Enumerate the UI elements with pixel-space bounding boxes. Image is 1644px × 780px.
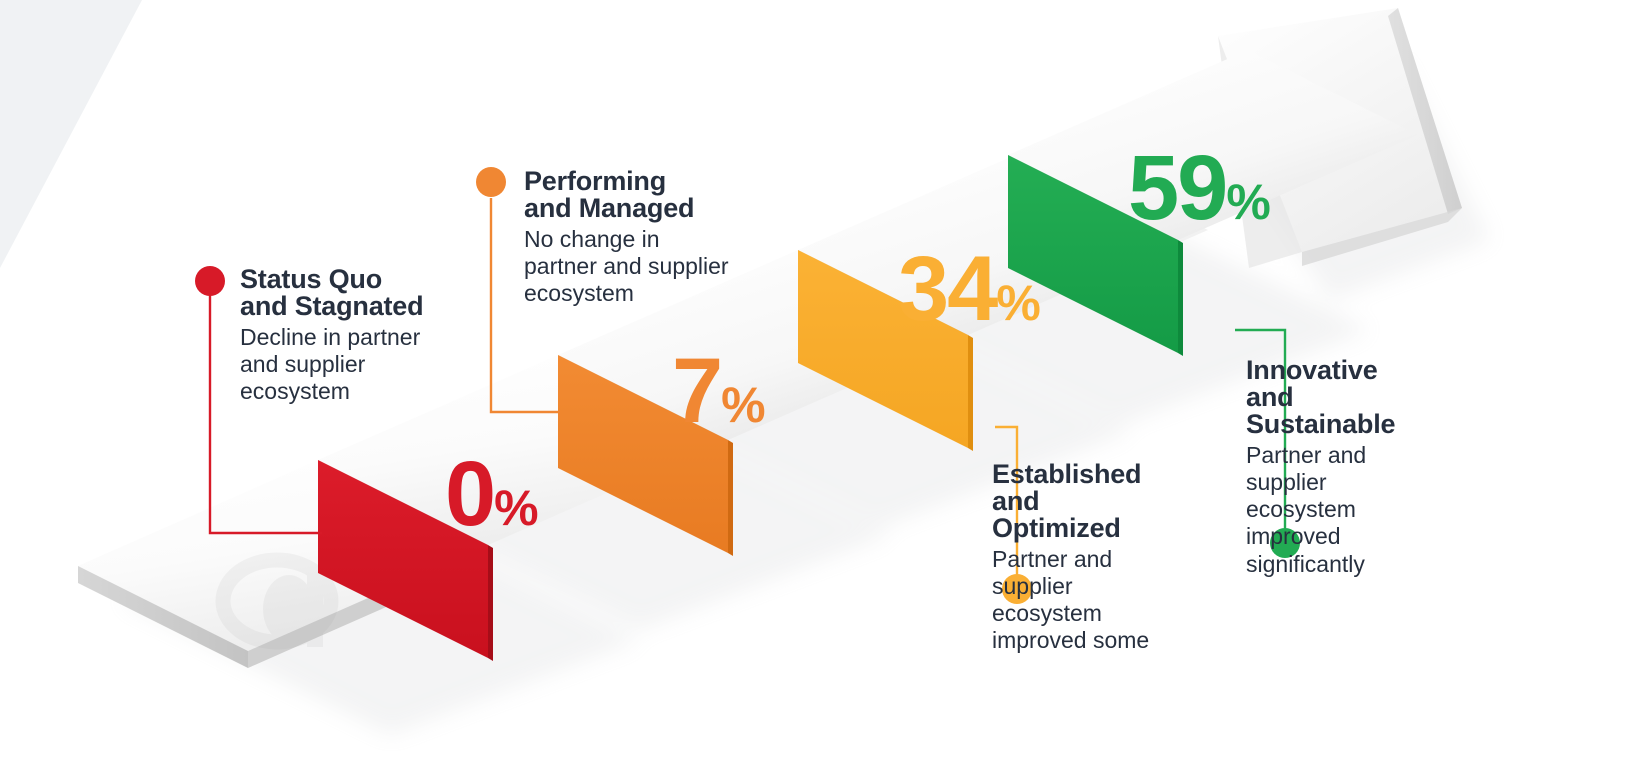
callout-desc-0: Decline in partner and supplier ecosyste… [240,324,421,405]
callout-desc-2: Partner and supplier ecosystem improved … [992,546,1150,654]
callout-desc-3: Partner and supplier ecosystem improved … [1246,442,1367,577]
green-dot [1270,528,1300,558]
riser-orange [558,355,733,556]
value-number-0: 0 [445,443,496,545]
step-slab-1 [78,460,488,668]
callout-established-optimized: Established and Optimized Partner and su… [992,461,1192,655]
percent-symbol-0: % [494,480,539,536]
riser-amber [798,250,973,451]
callout-title-1: Performing and Managed [524,166,695,223]
riser-green [1008,155,1183,356]
callout-title-3: Innovative and Sustainable [1246,355,1396,439]
connector-lines [208,198,1287,578]
value-label-established-optimized: 34% [898,243,1041,335]
value-label-performing-managed: 7% [672,345,766,437]
a-logo-watermark [215,552,339,650]
callout-desc-1: No change in partner and supplier ecosys… [524,226,729,307]
callout-status-quo: Status Quo and Stagnated Decline in part… [240,266,480,405]
red-dot [195,266,225,296]
orange-dot [476,167,506,197]
riser-red [318,460,493,661]
percent-symbol-2: % [996,275,1041,331]
percent-symbol-3: % [1226,174,1271,230]
callout-innovative-sustainable: Innovative and Sustainable Partner and s… [1246,357,1446,578]
connector-line-red [208,295,322,535]
callout-title-0: Status Quo and Stagnated [240,264,424,321]
value-number-2: 34 [898,238,998,340]
connector-line-green [1235,328,1287,532]
callout-performing-managed: Performing and Managed No change in part… [524,168,754,307]
value-number-3: 59 [1128,137,1228,239]
connector-line-amber [995,425,1019,578]
amber-dot [1002,574,1032,604]
percent-symbol-1: % [721,377,766,433]
value-number-1: 7 [672,340,723,442]
background-wedge [0,0,142,268]
value-label-status-quo: 0% [445,448,539,540]
connector-line-orange [489,198,560,414]
callout-title-2: Established and Optimized [992,459,1142,543]
value-label-innovative-sustainable: 59% [1128,142,1271,234]
